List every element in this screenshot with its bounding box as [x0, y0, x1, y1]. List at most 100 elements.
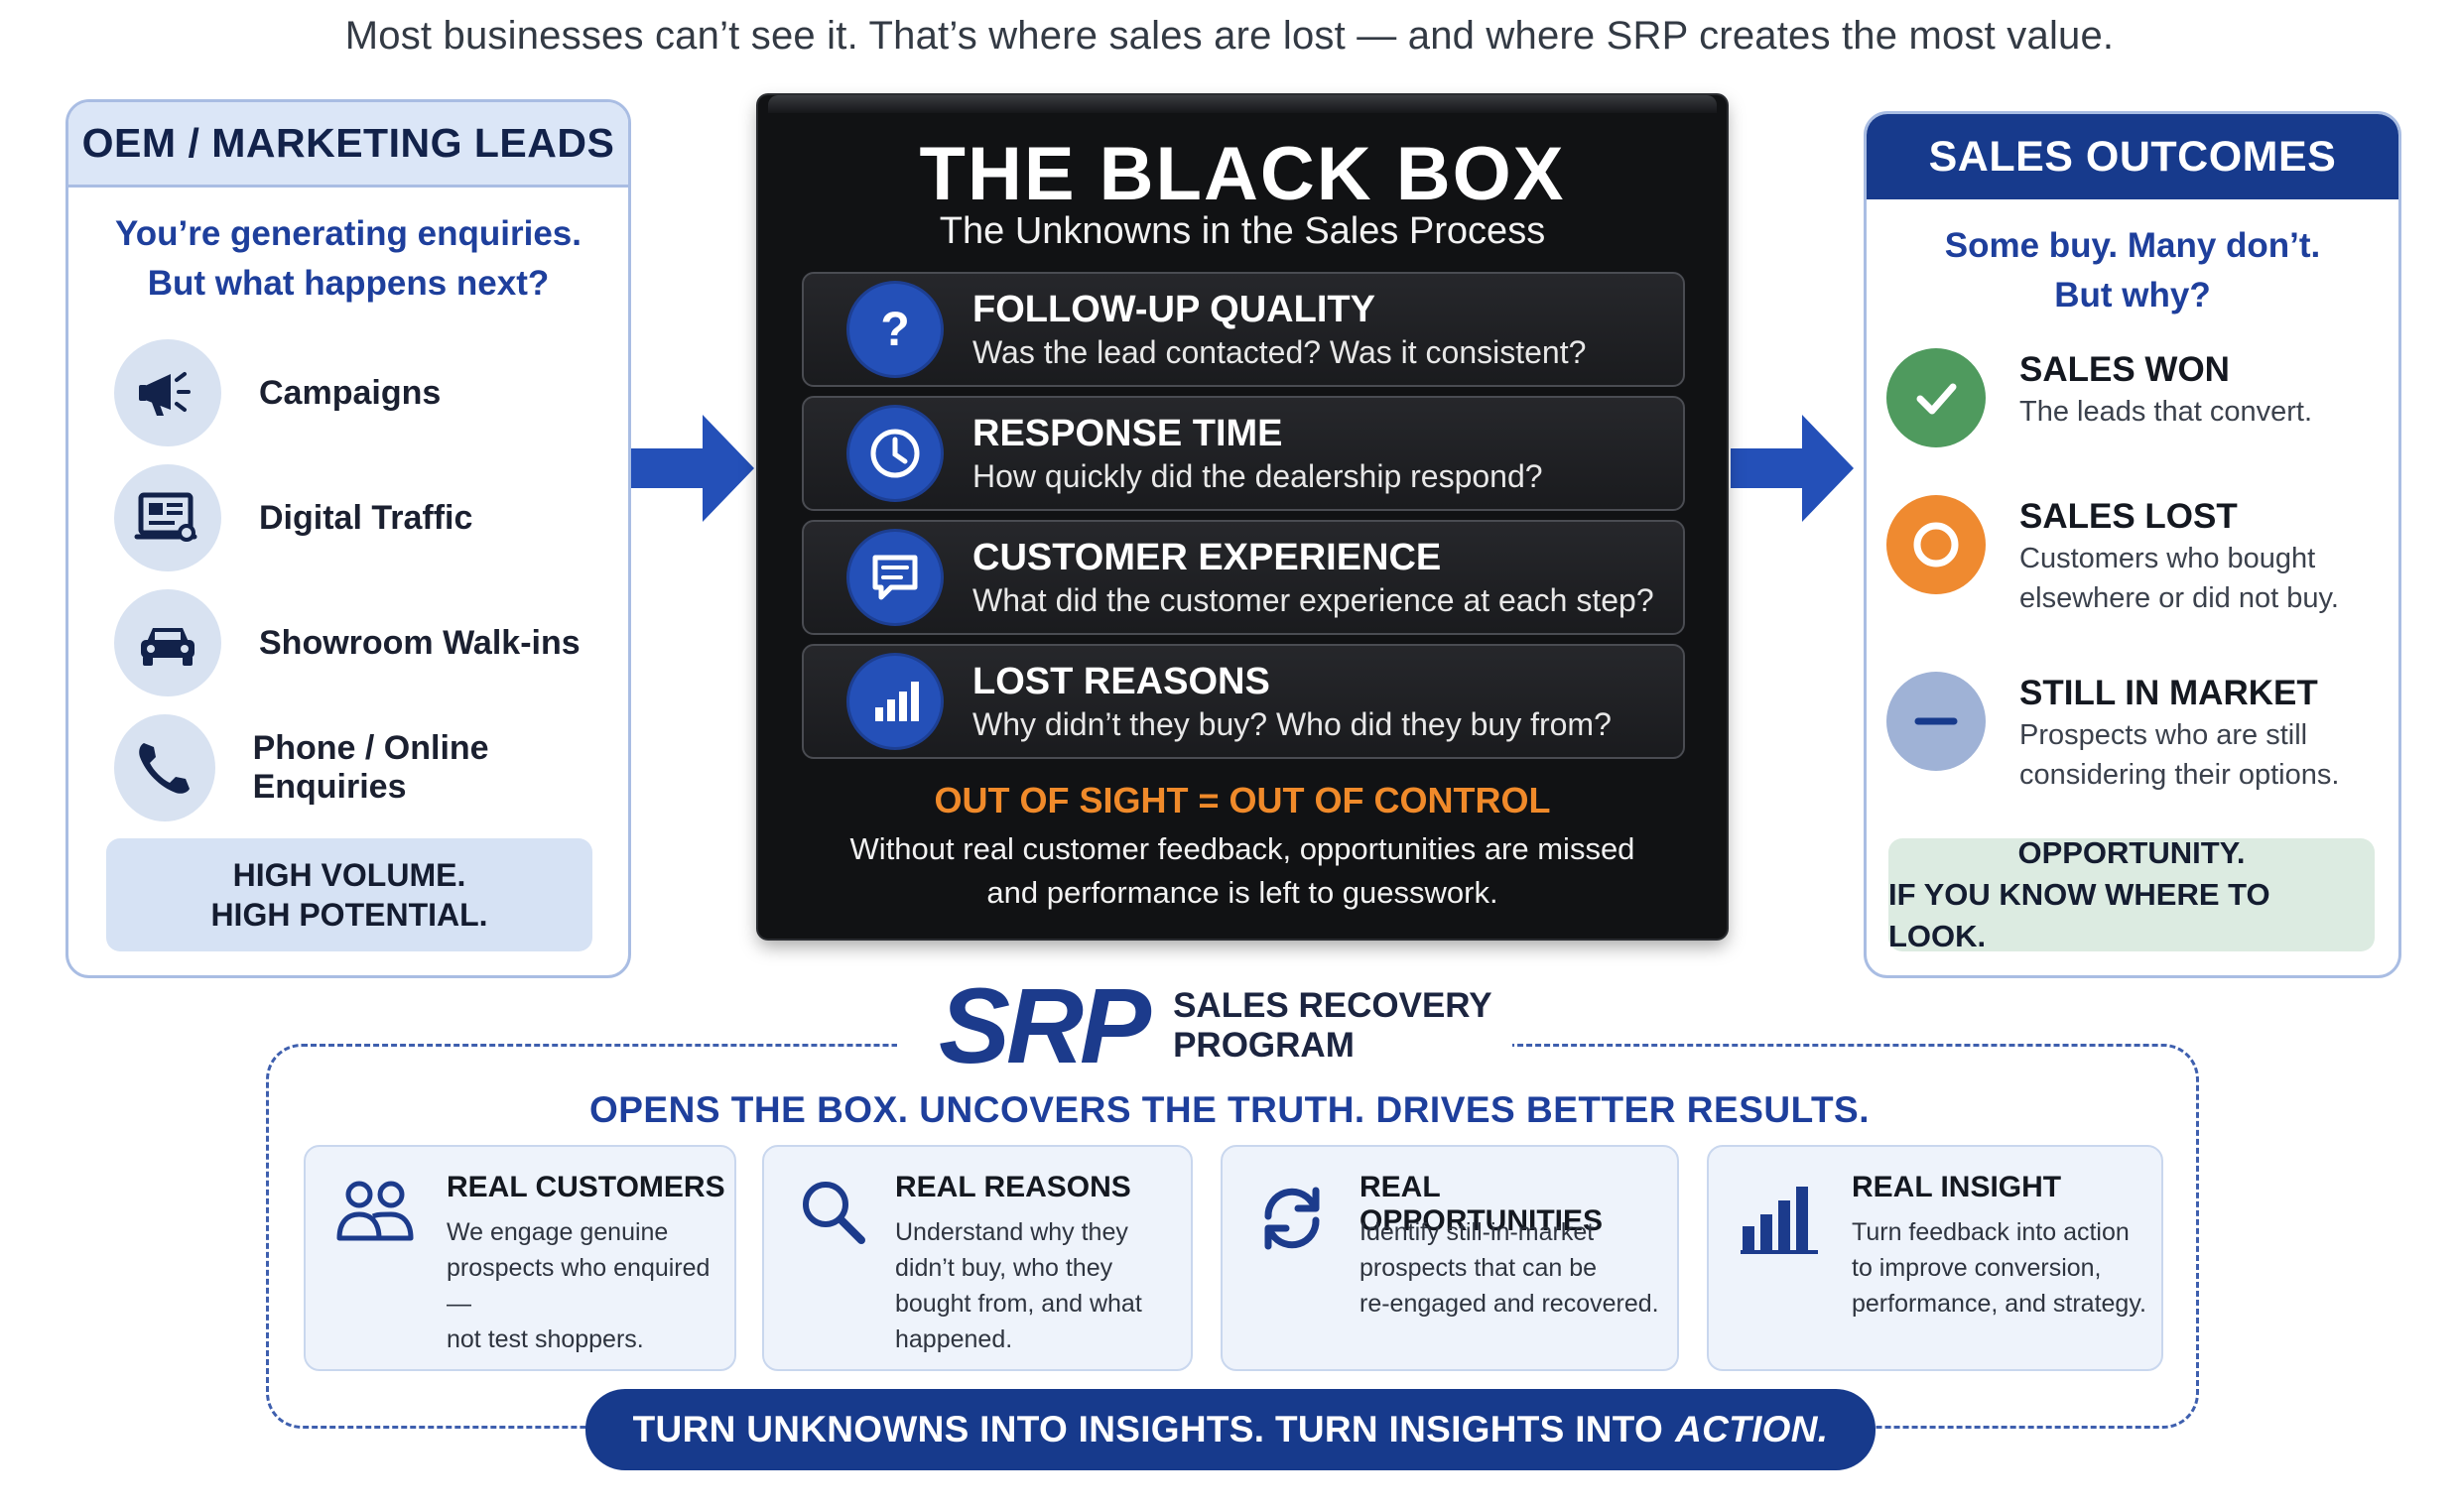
minus-icon: [1886, 672, 1986, 771]
srp-logo-block: SRP SALES RECOVERY PROGRAM: [897, 966, 1512, 1085]
outcome-still-in-market: STILL IN MARKET Prospects who are still …: [1886, 672, 2339, 795]
black-box-panel: THE BLACK BOX The Unknowns in the Sales …: [758, 95, 1727, 939]
right-footer-line2: IF YOU KNOW WHERE TO LOOK.: [1888, 877, 2270, 953]
srp-card-desc-line: not test shoppers.: [447, 1325, 644, 1353]
srp-card-title: REAL CUSTOMERS: [447, 1171, 725, 1203]
right-panel-title: SALES OUTCOMES: [1867, 114, 2398, 199]
srp-banner-emphasis: ACTION.: [1675, 1409, 1829, 1449]
sales-outcomes-panel: SALES OUTCOMES Some buy. Many don’t. But…: [1864, 111, 2401, 978]
srp-card-title: REAL OPPORTUNITIES: [1359, 1171, 1604, 1237]
srp-card-desc-line: Understand why they: [895, 1218, 1128, 1246]
srp-program-name: SALES RECOVERY PROGRAM: [1173, 986, 1492, 1066]
unknown-desc: How quickly did the dealership respond?: [972, 458, 1543, 494]
unknown-desc: What did the customer experience at each…: [972, 582, 1654, 618]
outcome-title: SALES WON: [2019, 350, 2230, 389]
srp-card-desc-line: prospects who enquired —: [447, 1254, 711, 1318]
outcome-title: STILL IN MARKET: [2019, 674, 2318, 712]
lead-source-list: Campaigns Digital Traffic: [114, 330, 628, 830]
srp-card-desc-line: bought from, and what: [895, 1290, 1142, 1318]
unknown-title: FOLLOW-UP QUALITY: [972, 289, 1375, 330]
black-box-title: THE BLACK BOX: [919, 132, 1566, 216]
lead-item-digital-traffic: Digital Traffic: [114, 455, 628, 580]
right-arrow-icon-right: [1731, 415, 1854, 522]
lead-label-showroom-walkins: Showroom Walk-ins: [259, 623, 581, 662]
srp-card-real-opportunities: REAL OPPORTUNITIES Identify still-in-mar…: [1221, 1145, 1679, 1371]
black-box-unknowns-list: ? FOLLOW-UP QUALITY Was the lead contact…: [802, 272, 1685, 768]
right-question-line1: Some buy. Many don’t.: [1944, 226, 2321, 265]
outcome-desc-line1: Customers who bought: [2019, 543, 2316, 574]
circle-icon: [1886, 495, 1986, 594]
left-panel-question: You’re generating enquiries. But what ha…: [68, 209, 628, 309]
srp-card-desc-line: to improve conversion,: [1852, 1254, 2102, 1282]
right-arrow-icon-left: [631, 415, 754, 522]
svg-text:?: ?: [880, 304, 909, 356]
car-icon: [114, 589, 221, 696]
srp-card-desc: Understand why they didn’t buy, who they…: [895, 1214, 1142, 1357]
unknown-title: RESPONSE TIME: [972, 413, 1283, 454]
outcome-desc-line2: elsewhere or did not buy.: [2019, 582, 2339, 614]
left-footer-line2: HIGH POTENTIAL.: [210, 897, 488, 933]
unknown-desc: Why didn’t they buy? Who did they buy fr…: [972, 706, 1612, 742]
srp-card-desc-line: prospects that can be: [1359, 1254, 1598, 1282]
unknown-item-lost-reasons: LOST REASONS Why didn’t they buy? Who di…: [802, 644, 1685, 759]
srp-action-banner: TURN UNKNOWNS INTO INSIGHTS. TURN INSIGH…: [585, 1389, 1876, 1470]
lead-item-showroom-walkins: Showroom Walk-ins: [114, 580, 628, 705]
bar-chart-icon: [849, 656, 941, 747]
right-panel-question: Some buy. Many don’t. But why?: [1867, 221, 2398, 320]
outcome-desc-line1: The leads that convert.: [2019, 396, 2312, 428]
unknown-item-follow-up-quality: ? FOLLOW-UP QUALITY Was the lead contact…: [802, 272, 1685, 387]
unknown-title: LOST REASONS: [972, 661, 1270, 702]
right-question-line2: But why?: [2054, 276, 2211, 315]
left-panel-footer: HIGH VOLUME. HIGH POTENTIAL.: [106, 838, 592, 951]
right-footer-line1: OPPORTUNITY.: [2017, 835, 2246, 870]
srp-name-line2: PROGRAM: [1173, 1026, 1355, 1065]
srp-card-desc-line: Turn feedback into action: [1852, 1218, 2130, 1246]
srp-card-desc-line: performance, and strategy.: [1852, 1290, 2146, 1318]
check-icon: [1886, 348, 1986, 447]
computer-icon: [114, 464, 221, 571]
outcome-sales-won: SALES WON The leads that convert.: [1886, 348, 2312, 447]
left-panel-title: OEM / MARKETING LEADS: [68, 102, 628, 188]
black-box-warning: OUT OF SIGHT = OUT OF CONTROL: [934, 780, 1551, 820]
unknown-desc: Was the lead contacted? Was it consisten…: [972, 334, 1587, 370]
outcome-sales-lost: SALES LOST Customers who bought elsewher…: [1886, 495, 2339, 618]
lead-item-phone-online: Phone / Online Enquiries: [114, 705, 628, 830]
srp-card-real-reasons: REAL REASONS Understand why they didn’t …: [762, 1145, 1193, 1371]
srp-card-desc-line: We engage genuine: [447, 1218, 669, 1246]
outcome-title: SALES LOST: [2019, 497, 2238, 536]
magnifier-icon: [798, 1177, 869, 1253]
unknown-item-response-time: RESPONSE TIME How quickly did the dealer…: [802, 396, 1685, 511]
srp-card-desc-line: Identify still-in-market: [1359, 1218, 1595, 1246]
left-footer-line1: HIGH VOLUME.: [232, 857, 466, 893]
outcome-desc-line1: Prospects who are still: [2019, 719, 2308, 751]
unknown-item-customer-experience: CUSTOMER EXPERIENCE What did the custome…: [802, 520, 1685, 635]
srp-card-real-customers: REAL CUSTOMERS We engage genuine prospec…: [304, 1145, 736, 1371]
page-headline: Most businesses can’t see it. That’s whe…: [344, 14, 2115, 58]
question-icon: ?: [849, 284, 941, 375]
lead-label-campaigns: Campaigns: [259, 373, 442, 412]
people-icon: [333, 1177, 417, 1253]
right-panel-footer: OPPORTUNITY. IF YOU KNOW WHERE TO LOOK.: [1888, 835, 2375, 953]
srp-card-desc: Identify still-in-market prospects that …: [1359, 1214, 1659, 1322]
srp-card-desc-line: re-engaged and recovered.: [1359, 1290, 1659, 1318]
srp-card-real-insight: REAL INSIGHT Turn feedback into action t…: [1707, 1145, 2163, 1371]
lead-label-digital-traffic: Digital Traffic: [259, 498, 473, 537]
srp-card-title: REAL INSIGHT: [1852, 1171, 2062, 1203]
left-question-line2: But what happens next?: [147, 264, 550, 303]
black-box-subtitle: The Unknowns in the Sales Process: [939, 210, 1546, 252]
srp-tagline: OPENS THE BOX. UNCOVERS THE TRUTH. DRIVE…: [588, 1089, 1871, 1130]
clock-icon: [849, 408, 941, 499]
srp-banner-main: TURN UNKNOWNS INTO INSIGHTS. TURN INSIGH…: [632, 1409, 1664, 1449]
unknown-title: CUSTOMER EXPERIENCE: [972, 537, 1442, 578]
srp-card-desc: We engage genuine prospects who enquired…: [447, 1214, 734, 1357]
black-box-bevel: [768, 95, 1717, 113]
lead-item-campaigns: Campaigns: [114, 330, 628, 455]
srp-name-line1: SALES RECOVERY: [1173, 986, 1492, 1025]
oem-marketing-leads-panel: OEM / MARKETING LEADS You’re generating …: [65, 99, 631, 978]
srp-card-desc: Turn feedback into action to improve con…: [1852, 1214, 2146, 1322]
srp-logo: SRP: [939, 965, 1151, 1085]
black-box-footer-line2: and performance is left to guesswork.: [986, 875, 1498, 910]
left-question-line1: You’re generating enquiries.: [114, 214, 582, 253]
phone-icon: [114, 714, 215, 821]
bar-chart-icon: [1739, 1177, 1822, 1261]
